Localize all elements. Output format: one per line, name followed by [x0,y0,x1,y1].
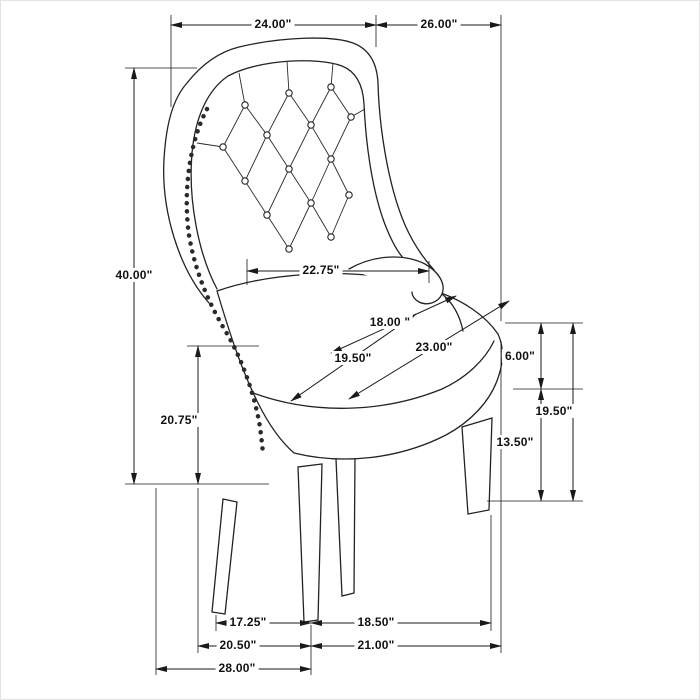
dim-label-seat-width: 19.50" [331,351,375,365]
dim-label-front-leg-span: 17.25" [226,615,270,629]
front-left-leg [297,463,323,623]
dim-label-side-leg-span: 18.50" [354,615,398,629]
back-left-leg [211,498,238,615]
dim-label-leg-height: 13.50" [493,435,537,449]
dim-label-inner-back-width: 22.75" [299,263,343,277]
dim-label-arm-above-seat: 6.00" [501,349,539,363]
dim-label-overall-height: 40.00" [112,268,156,282]
dim-label-seat-diagonal: 23.00" [412,340,456,354]
dim-label-top-depth: 26.00" [417,17,461,31]
dim-label-base-depth: 21.00" [354,638,398,652]
dim-label-seat-depth: 18.00 " [366,315,414,329]
dim-label-base-width: 20.50" [216,638,260,652]
back-right-leg [461,417,493,515]
dim-label-arm-height: 20.75" [157,413,201,427]
tufting-buttons [219,83,355,253]
dim-label-seat-height: 19.50" [532,404,576,418]
chair-back-outline [163,37,435,304]
tufting-lattice [196,60,366,250]
front-right-leg [335,455,356,597]
nailhead-trim [184,106,266,456]
dim-label-overall-depth: 28.00" [215,661,259,675]
chair-legs [211,417,493,623]
chair-illustration [163,37,504,623]
dim-label-top-width: 24.00" [251,17,295,31]
